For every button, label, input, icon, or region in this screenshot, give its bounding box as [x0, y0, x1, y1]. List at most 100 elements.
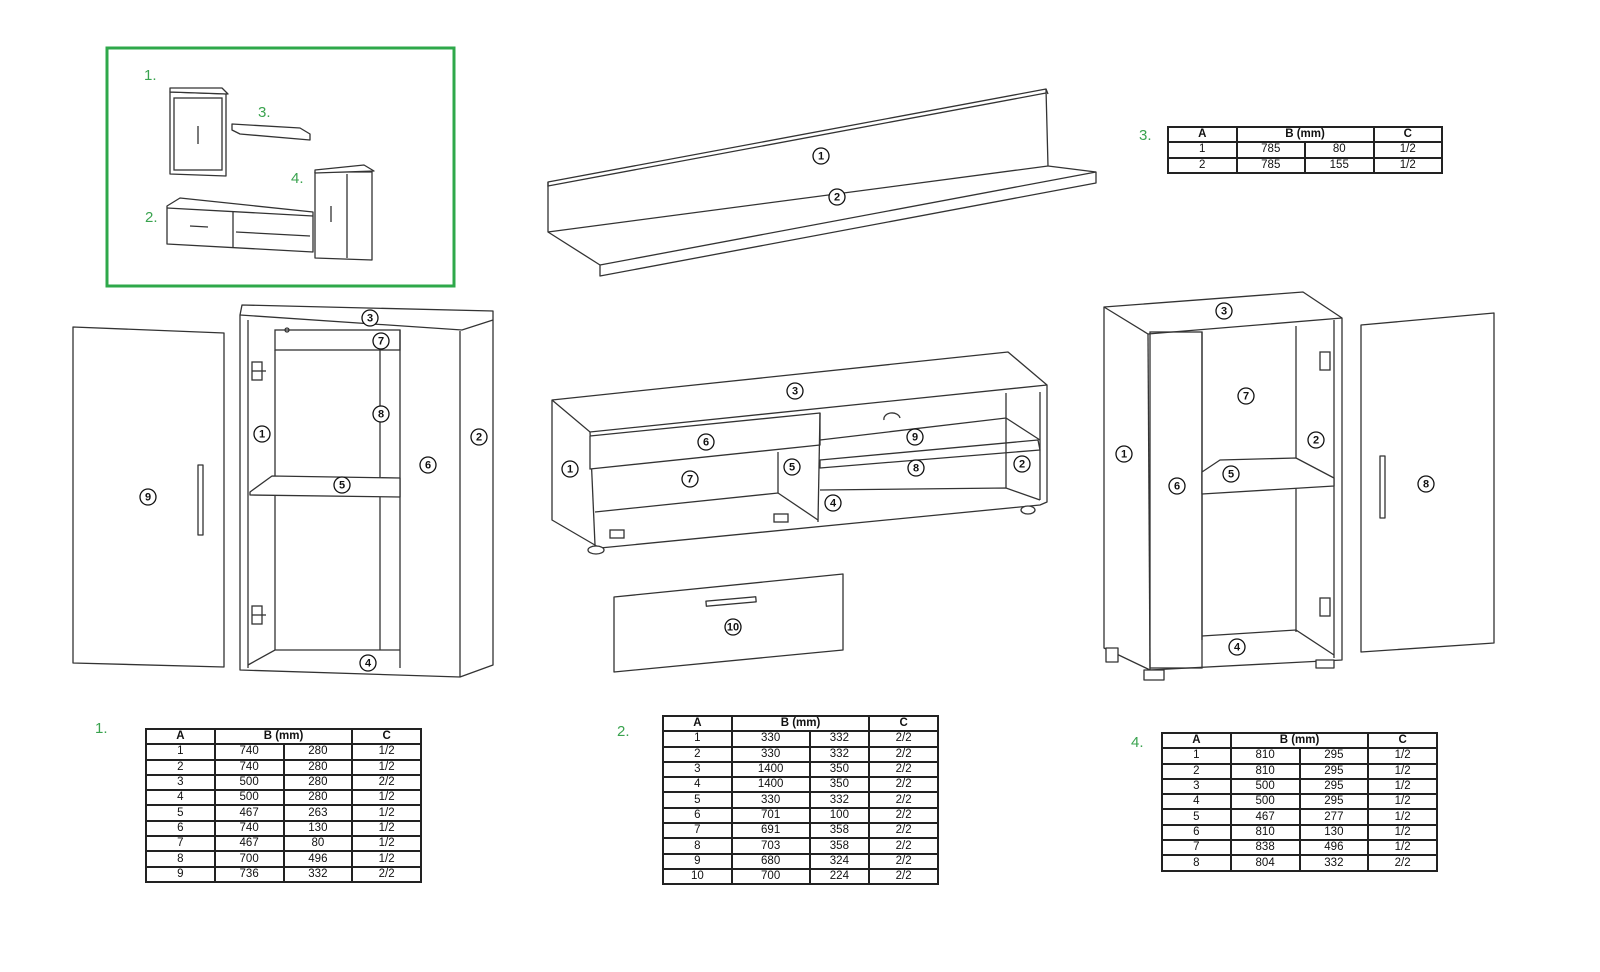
part-callout-tv_unit: 1: [561, 460, 579, 478]
table-cell: 295: [1298, 777, 1370, 796]
part-callout-cabinet1: 6: [419, 456, 437, 474]
part-callout-cabinet1: 5: [333, 476, 351, 494]
table-cell: 1/2: [1372, 156, 1443, 174]
table-cell: 1: [662, 730, 733, 748]
hinge-icon: [609, 529, 625, 539]
table-cell: 130: [282, 819, 354, 838]
part-callout-tv_unit: 5: [783, 458, 801, 476]
table-cell: 280: [282, 789, 354, 807]
callout-circle: [1228, 638, 1246, 656]
table-cell: 740: [213, 743, 285, 761]
callout-number: 7: [687, 474, 693, 486]
table-cell: 1/2: [351, 743, 422, 761]
callout-circle: [1215, 302, 1233, 320]
table-cell: 5: [662, 791, 733, 809]
table-cell: 358: [808, 822, 871, 840]
callout-number: 9: [145, 492, 151, 504]
callout-circle: [906, 428, 924, 446]
callout-circle: [824, 494, 842, 512]
callout-circle: [1168, 477, 1186, 495]
table-cell: 2/2: [868, 822, 939, 840]
table-cell: 700: [730, 867, 811, 886]
part-callout-tv_unit: 9: [906, 428, 924, 446]
table-cell: 130: [1298, 823, 1370, 842]
callout-circle: [1013, 455, 1031, 473]
table-cell: 2/2: [351, 865, 422, 883]
callout-number: 4: [1234, 642, 1241, 654]
table-cell: 350: [808, 776, 871, 794]
table-cell: 155: [1304, 156, 1375, 174]
table-cell: 1/2: [1367, 808, 1438, 826]
part-callout-tv_unit: 8: [907, 459, 925, 477]
header-b: B (mm): [730, 714, 871, 733]
table-cell: 1/2: [1367, 839, 1438, 857]
table-cell: 6: [145, 819, 216, 838]
hinge-icon: [1319, 597, 1331, 617]
overview-cabinet-1: [169, 87, 229, 177]
table-cell: 80: [1304, 141, 1375, 159]
overview-tv-unit: [166, 197, 314, 253]
table-cell: 324: [808, 852, 871, 870]
table-cell: 295: [1298, 762, 1370, 780]
table-cell: 280: [282, 758, 354, 776]
cabinet-1-drawing: [72, 304, 494, 678]
table-cell: 6: [662, 806, 733, 825]
cabinet-4-drawing: [1103, 291, 1495, 681]
header-b: B (mm): [1235, 125, 1375, 144]
part-callout-tv_unit: 2: [1013, 455, 1031, 473]
callout-circle: [139, 488, 157, 506]
header-a: A: [145, 727, 216, 746]
table-cell: 736: [213, 865, 285, 883]
part-callout-cabinet1: 3: [361, 309, 379, 327]
callout-circle: [333, 476, 351, 494]
callout-number: 2: [476, 432, 482, 444]
table-cell: 332: [282, 865, 354, 883]
table-cell: 263: [282, 804, 354, 822]
tv-unit-drawing: [551, 351, 1048, 555]
header-c: C: [1372, 125, 1443, 144]
callout-number: 6: [425, 460, 431, 472]
hinge-icon: [251, 605, 266, 625]
header-c: C: [351, 727, 422, 746]
table-cell: 500: [213, 773, 285, 792]
callout-circle: [783, 458, 801, 476]
table-cell: 2/2: [868, 867, 939, 886]
table-cell: 2: [1167, 156, 1238, 174]
table-cell: 2/2: [868, 760, 939, 779]
callout-circle: [1307, 431, 1325, 449]
callout-number: 4: [365, 658, 372, 670]
callout-circle: [359, 654, 377, 672]
table-cell: 1/2: [351, 835, 422, 853]
table-cell: 2: [145, 758, 216, 776]
table-cell: 740: [213, 819, 285, 838]
callout-number: 6: [1174, 481, 1180, 493]
table-cell: 1/2: [1372, 141, 1443, 159]
header-b: B (mm): [1229, 731, 1370, 750]
callout-number: 9: [912, 432, 918, 444]
overview-label-3: 3.: [258, 104, 271, 121]
callout-number: 3: [792, 386, 798, 398]
part-callout-tv_unit: 4: [824, 494, 842, 512]
table-cell: 295: [1298, 793, 1370, 811]
hinge-icon: [1319, 351, 1331, 371]
table-cell: 680: [730, 852, 811, 870]
table-1-label: 1.: [95, 720, 108, 737]
table-cell: 496: [282, 850, 354, 868]
part-callout-cabinet1: 7: [372, 332, 390, 350]
table-cell: 810: [1229, 762, 1301, 780]
callout-number: 7: [378, 336, 384, 348]
part-callout-cabinet4: 5: [1222, 465, 1240, 483]
part-callout-shelf: 1: [812, 147, 830, 165]
table-cell: 496: [1298, 839, 1370, 857]
table-cell: 3: [1161, 777, 1232, 796]
overview-cabinet-4: [314, 164, 375, 261]
callout-circle: [786, 382, 804, 400]
table-cell: 8: [662, 837, 733, 855]
